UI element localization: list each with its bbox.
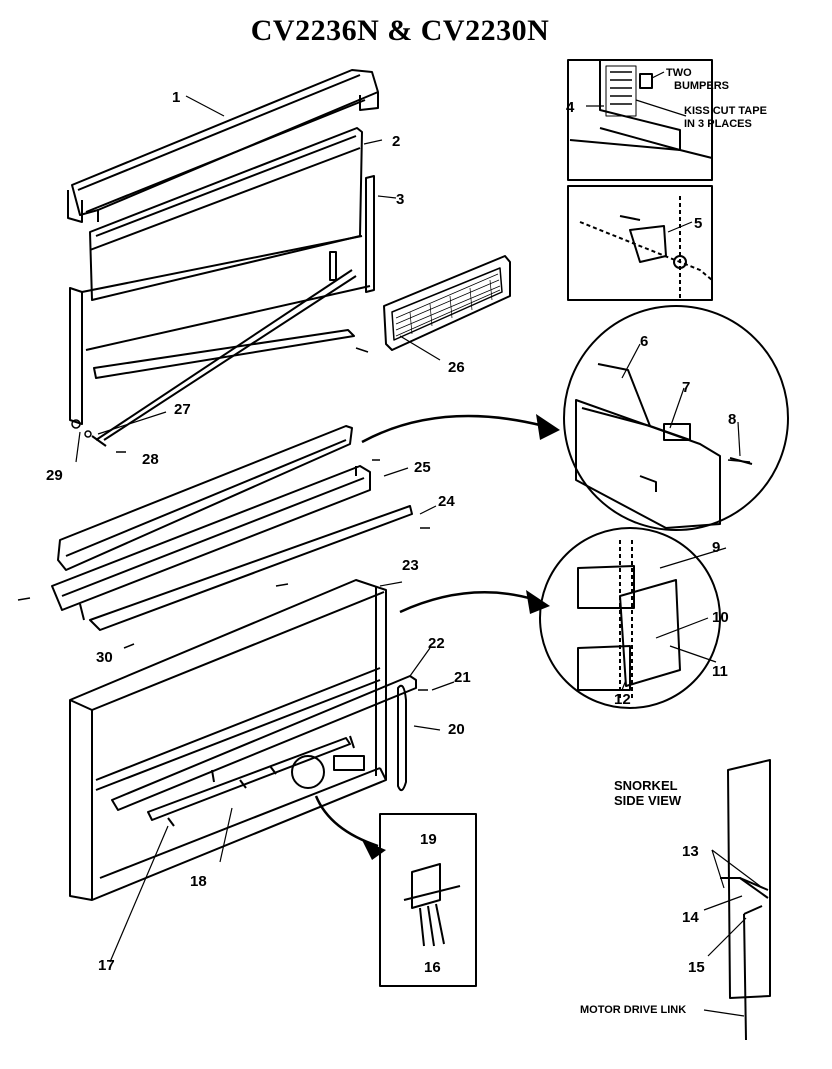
part-number-7: 7 xyxy=(682,379,690,396)
part-housing-drawing xyxy=(69,579,387,901)
detail-arrows xyxy=(314,414,545,848)
snorkel-captions: SNORKEL SIDE VIEW xyxy=(614,778,682,808)
part-number-28: 28 xyxy=(142,451,159,468)
snorkel-caption-1: SNORKEL xyxy=(614,778,678,793)
note-two-bumpers-2: BUMPERS xyxy=(674,80,729,92)
part-number-21: 21 xyxy=(454,669,471,686)
part-number-23: 23 xyxy=(402,557,419,574)
detail-circle-hinge-drawing xyxy=(563,305,789,531)
inset-notes: TWO BUMPERS KISS CUT TAPE IN 3 PLACES xyxy=(666,67,767,130)
detail-circle-mount-drawing xyxy=(539,527,721,709)
part-filter-drawing xyxy=(383,255,511,351)
note-kiss-cut-2: IN 3 PLACES xyxy=(684,118,752,130)
part-top-cap-drawing xyxy=(67,69,379,223)
part-number-27: 27 xyxy=(174,401,191,418)
connector-drawing xyxy=(403,863,461,947)
motor-drive-link-label: MOTOR DRIVE LINK xyxy=(580,1004,686,1016)
arrow-head-hinge xyxy=(536,414,560,440)
part-lid-drawing xyxy=(51,425,413,631)
part-handle-drawing xyxy=(397,684,407,792)
part-number-25: 25 xyxy=(414,459,431,476)
part-number-15: 15 xyxy=(688,959,705,976)
part-number-19: 19 xyxy=(420,831,437,848)
callout-lines xyxy=(75,71,761,1017)
part-number-22: 22 xyxy=(428,635,445,652)
part-numbers: 1 2 3 4 5 6 7 8 9 10 11 12 13 14 15 16 1… xyxy=(46,89,736,976)
part-number-1: 1 xyxy=(172,89,180,106)
inset-bumpers-drawing xyxy=(567,59,713,181)
part-number-3: 3 xyxy=(396,191,404,208)
diagram-title: CV2236N & CV2230N xyxy=(250,14,550,47)
part-number-8: 8 xyxy=(728,411,736,428)
part-number-4: 4 xyxy=(566,99,575,116)
detail-box-connector-drawing xyxy=(379,813,477,987)
part-number-10: 10 xyxy=(712,609,729,626)
screws xyxy=(17,347,751,691)
arrow-head-connector xyxy=(362,840,386,860)
part-number-24: 24 xyxy=(438,493,455,510)
part-brackets-drawing xyxy=(111,675,417,827)
snorkel-caption-2: SIDE VIEW xyxy=(614,793,682,808)
part-number-12: 12 xyxy=(614,691,631,708)
part-number-14: 14 xyxy=(682,909,699,926)
part-number-6: 6 xyxy=(640,333,648,350)
part-number-20: 20 xyxy=(448,721,465,738)
arrow-head-mount xyxy=(526,590,550,614)
part-number-9: 9 xyxy=(712,539,720,556)
part-number-30: 30 xyxy=(96,649,113,666)
part-number-18: 18 xyxy=(190,873,207,890)
note-two-bumpers-1: TWO xyxy=(666,67,692,79)
part-number-16: 16 xyxy=(424,959,441,976)
part-number-17: 17 xyxy=(98,957,115,974)
part-number-2: 2 xyxy=(392,133,400,150)
inset-bracket-drawing xyxy=(567,185,713,301)
part-number-13: 13 xyxy=(682,843,699,860)
snorkel-side-view-drawing xyxy=(720,759,771,1041)
part-number-5: 5 xyxy=(694,215,702,232)
part-vent-panel-drawing xyxy=(69,127,375,447)
part-number-11: 11 xyxy=(712,663,728,680)
outlet-plate-drawing xyxy=(333,755,365,771)
note-kiss-cut-1: KISS CUT TAPE xyxy=(684,105,767,117)
motor-mount-drawing xyxy=(291,755,325,789)
part-number-29: 29 xyxy=(46,467,63,484)
part-number-26: 26 xyxy=(448,359,465,376)
